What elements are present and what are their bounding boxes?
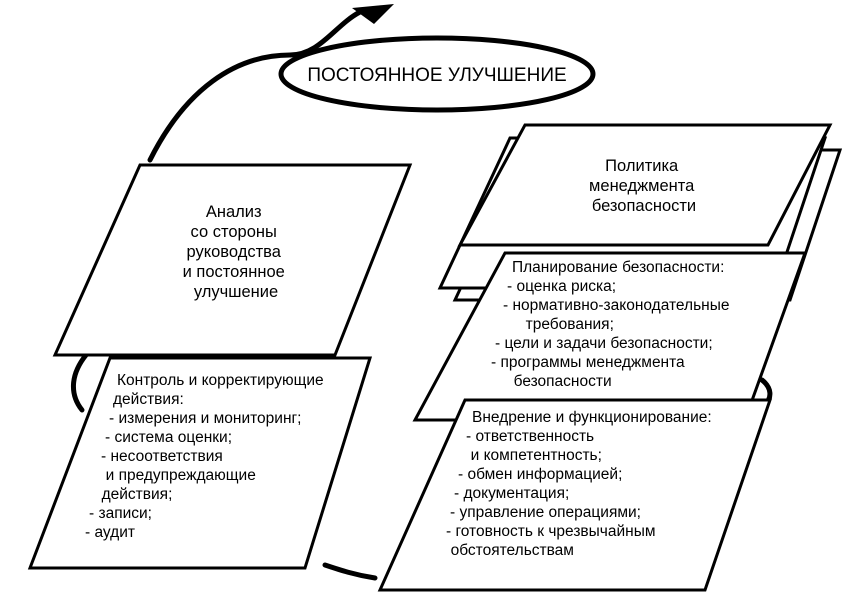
- planning-box: Планирование безопасности: - оценка риск…: [412, 251, 808, 422]
- planning-item: - программы менеджмента: [491, 354, 685, 371]
- control-text: Контроль и корректирующие действия: - из…: [85, 372, 328, 541]
- review-line: со стороны: [191, 223, 277, 241]
- control-title: Контроль и корректирующие: [117, 372, 324, 389]
- planning-text: Планирование безопасности: - оценка риск…: [491, 259, 734, 390]
- review-line: Анализ: [206, 203, 262, 221]
- review-line: улучшение: [194, 283, 278, 301]
- center-title: ПОСТОЯННОЕ УЛУЧШЕНИЕ: [307, 65, 566, 86]
- implementation-item: и компетентность;: [462, 447, 602, 464]
- policy-line: менеджмента: [589, 177, 695, 195]
- planning-item: - нормативно-законодательные: [503, 297, 729, 314]
- control-item: - аудит: [85, 524, 135, 541]
- planning-item: безопасности: [505, 373, 612, 390]
- control-box: Контроль и корректирующие действия: - из…: [27, 356, 373, 570]
- implementation-box: Внедрение и функционирование: - ответств…: [377, 398, 773, 592]
- planning-item: - оценка риска;: [507, 278, 616, 295]
- implementation-text: Внедрение и функционирование: - ответств…: [442, 409, 716, 559]
- curve-impl-to-control: [322, 562, 378, 581]
- control-item: - измерения и мониторинг;: [109, 410, 301, 427]
- review-line: и постоянное: [183, 263, 285, 281]
- implementation-item: - ответственность: [466, 428, 594, 445]
- policy-text: Политика менеджмента безопасности: [589, 157, 699, 215]
- control-item: - несоответствия: [101, 448, 223, 465]
- control-item: действия:: [113, 391, 184, 408]
- control-item: и предупреждающие: [97, 467, 256, 484]
- curve-control-to-review: [70, 352, 89, 413]
- implementation-item: - готовность к чрезвычайным: [446, 523, 656, 540]
- implementation-title: Внедрение и функционирование:: [472, 409, 712, 426]
- curve-review-to-top: [147, 9, 363, 163]
- planning-item: - цели и задачи безопасности;: [495, 335, 713, 352]
- policy-line: Политика: [605, 157, 679, 175]
- continuous-improvement-node: ПОСТОЯННОЕ УЛУЧШЕНИЕ: [278, 35, 596, 113]
- implementation-item: - документация;: [454, 485, 569, 502]
- policy-line: безопасности: [592, 197, 696, 215]
- control-item: - система оценки;: [105, 429, 232, 446]
- control-item: действия;: [93, 486, 172, 503]
- review-line: руководства: [186, 243, 281, 261]
- implementation-item: - управление операциями;: [450, 504, 641, 521]
- implementation-item: обстоятельствам: [442, 542, 574, 559]
- arrowhead-top-icon: [352, 4, 394, 24]
- planning-title: Планирование безопасности:: [512, 259, 724, 276]
- review-box: Анализ со стороны руководства и постоянн…: [52, 163, 413, 357]
- control-item: - записи;: [89, 505, 152, 522]
- implementation-item: - обмен информацией;: [458, 466, 622, 483]
- planning-item: требования;: [517, 316, 614, 333]
- review-text: Анализ со стороны руководства и постоянн…: [183, 203, 290, 301]
